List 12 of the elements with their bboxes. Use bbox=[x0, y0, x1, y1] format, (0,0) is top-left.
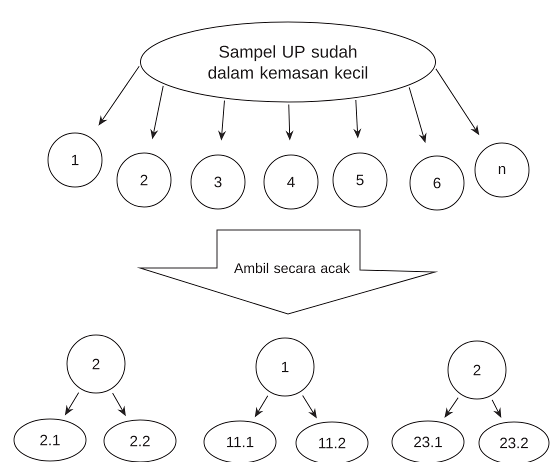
circle-node: 3 bbox=[190, 154, 246, 210]
circle-node: 1 bbox=[256, 338, 314, 396]
circle-node: 2 bbox=[66, 334, 126, 394]
circle-node: n bbox=[474, 142, 530, 198]
circle-node: 1 bbox=[48, 132, 102, 188]
circle-node: 2 bbox=[448, 340, 506, 400]
oval-node: 2.1 bbox=[14, 418, 86, 462]
circle-node: 4 bbox=[264, 154, 318, 210]
circle-node: 5 bbox=[332, 152, 388, 208]
circle-node: 2 bbox=[116, 152, 172, 208]
circle-node: 6 bbox=[410, 156, 464, 210]
ellipse-node: Sampel UP sudah dalam kemasan kecil bbox=[140, 22, 436, 102]
